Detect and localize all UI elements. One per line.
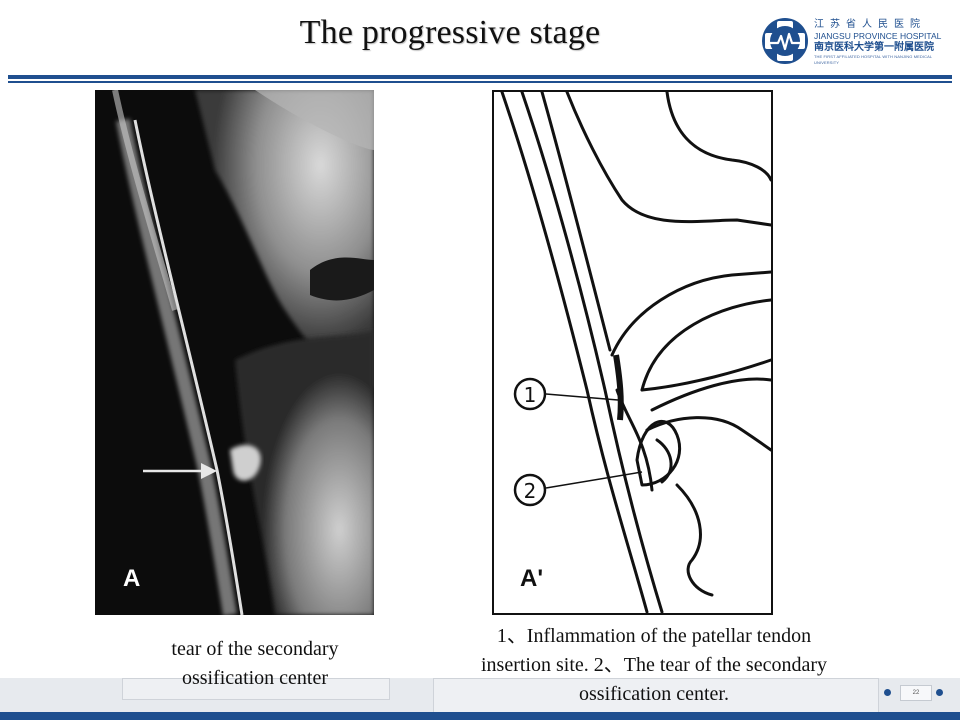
logo-cn-name: 江苏省人民医院 [814, 19, 926, 30]
diagram-label: A' [520, 565, 543, 592]
caption-right-line2: insertion site. 2、The tear of the second… [481, 654, 827, 676]
mri-label: A [123, 565, 140, 592]
mri-image: A [95, 90, 374, 615]
hospital-emblem-icon [762, 18, 808, 64]
caption-left: tear of the secondary ossification cente… [110, 635, 400, 693]
footer-box-right [433, 678, 879, 716]
caption-right-line3: ossification center. [579, 683, 729, 705]
caption-left-line2: ossification center [181, 667, 329, 689]
logo-en-name: JIANGSU PROVINCE HOSPITAL [814, 31, 942, 41]
footer-dot-left [884, 689, 891, 696]
header-rule-thin [8, 81, 952, 83]
caption-right: 1、Inflammation of the patellar tendon in… [434, 622, 874, 709]
page-number: 22 [900, 685, 932, 701]
slide-title: The progressive stage [299, 14, 601, 51]
callout-1: 1 [524, 383, 537, 407]
footer-box-left [122, 678, 390, 700]
caption-left-line1: tear of the secondary [171, 638, 339, 660]
logo-en-affiliation: THE FIRST AFFILIATED HOSPITAL WITH NANJI… [814, 54, 933, 65]
footer-bar [0, 712, 960, 720]
hospital-logo: 江苏省人民医院 JIANGSU PROVINCE HOSPITAL 南京医科大学… [760, 16, 950, 68]
footer-dot-right [936, 689, 943, 696]
header-rule-thick [8, 75, 952, 79]
logo-cn-affiliation: 南京医科大学第一附属医院 [814, 42, 934, 53]
diagram-image: 1 2 A' [492, 90, 773, 615]
callout-2: 2 [524, 479, 537, 503]
caption-right-line1: 1、Inflammation of the patellar tendon [496, 625, 812, 647]
